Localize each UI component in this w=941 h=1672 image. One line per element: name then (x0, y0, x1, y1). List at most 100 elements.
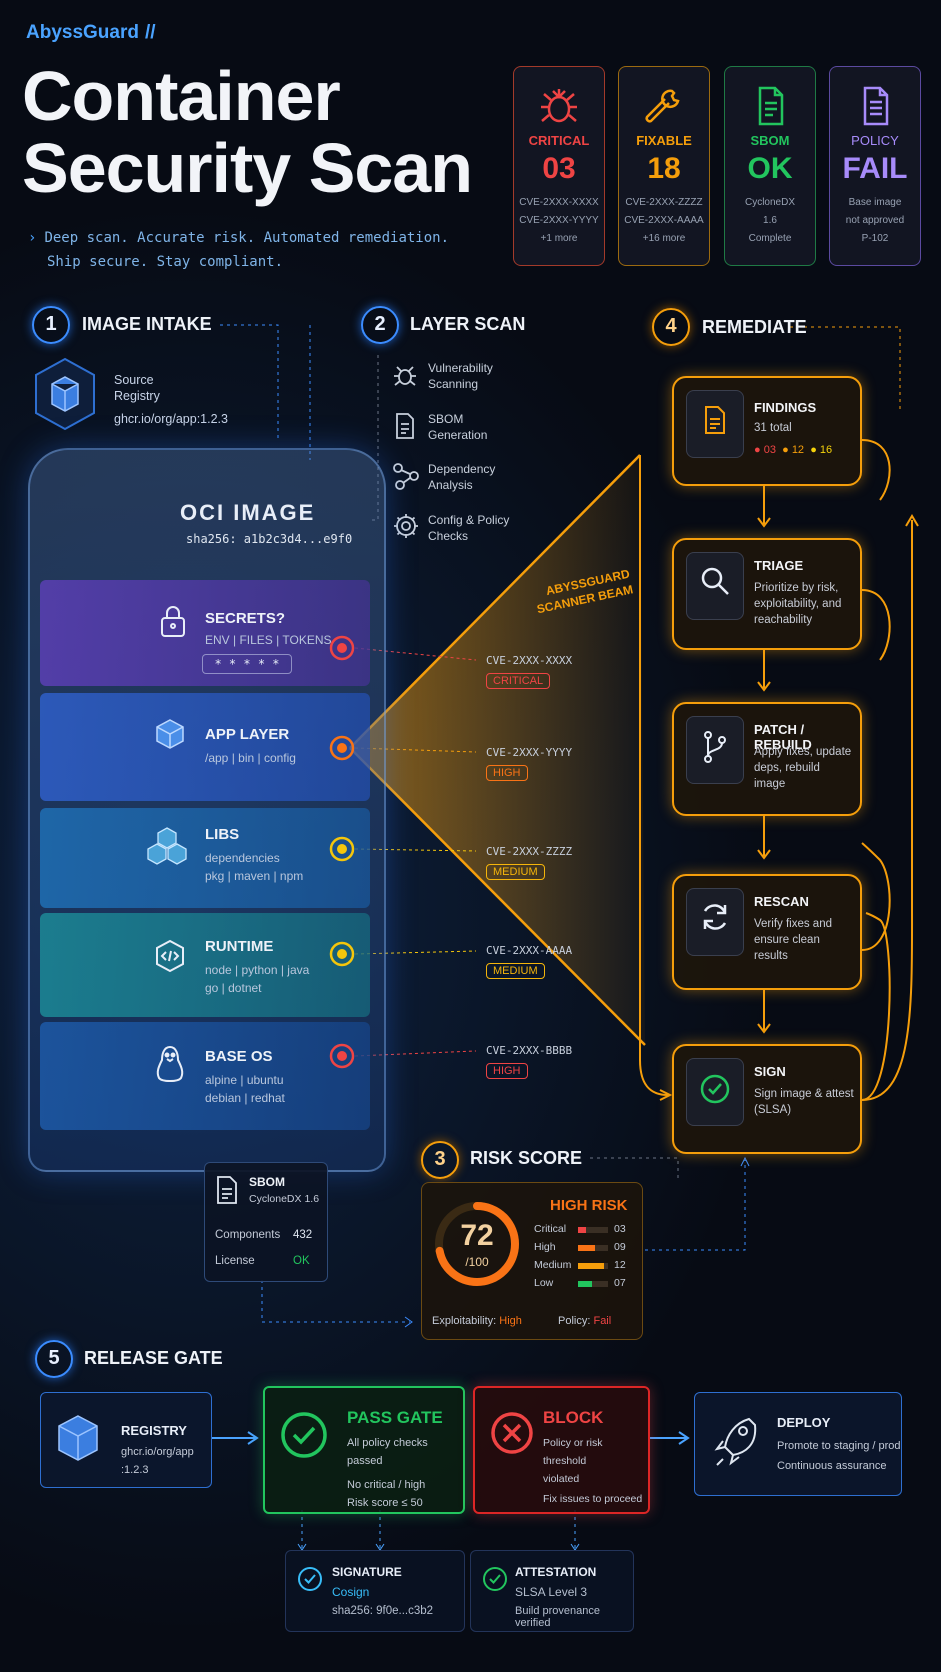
beam-edge-bottom (349, 747, 646, 1046)
risk-row-label: High (534, 1241, 556, 1253)
risk-bar-track (578, 1281, 608, 1287)
card-label: POLICY (851, 133, 899, 148)
risk-bar-fill (578, 1281, 592, 1287)
section-4-title: REMEDIATE (702, 317, 807, 337)
document-icon (217, 1176, 237, 1204)
beam-edge-top (349, 454, 641, 749)
remediate-step-findings[interactable]: FINDINGS 31 total ● 03 ● 12 ● 16 (672, 376, 862, 486)
sbom-to-risk-connector (261, 1280, 410, 1323)
layer-runtime[interactable] (40, 913, 370, 1017)
section-1-number: 1 (32, 306, 70, 344)
brand-mark: // (144, 22, 156, 43)
cve-id[interactable]: CVE-2XXX-YYYY (486, 746, 573, 759)
risk-score-gauge (435, 1202, 519, 1286)
secret-mask-field: * * * * * (202, 654, 292, 674)
remediate-step-sign[interactable]: SIGN Sign image & attest (SLSA) (672, 1044, 862, 1154)
gate-title: REGISTRY (121, 1423, 187, 1438)
findings-counts: ● 03 ● 12 ● 16 (754, 444, 833, 456)
layer-base-os[interactable] (40, 1022, 370, 1130)
sbom-components-label: Components (215, 1229, 281, 1241)
remediate-step-rescan[interactable]: RESCAN Verify fixes and ensure clean res… (672, 874, 862, 990)
risk-row-value: 12 (614, 1259, 626, 1271)
card-value: 18 (647, 152, 681, 185)
risk-score-max: /100 (465, 1255, 489, 1269)
penguin-icon (156, 1045, 184, 1082)
card-value: 03 (542, 152, 576, 185)
risk-row-value: 03 (614, 1223, 626, 1235)
card-label: SBOM (750, 133, 790, 148)
risk-bar-fill (578, 1245, 595, 1251)
layer-name-secrets: SECRETS? (205, 610, 286, 627)
remediate-step-triage[interactable]: TRIAGE Prioritize by risk, exploitabilit… (672, 538, 862, 650)
remediate-step-patch-rebuild[interactable]: PATCH / REBUILD Apply fixes, update deps… (672, 702, 862, 816)
layer-connector-3 (354, 848, 477, 852)
step-desc: Sign image & attest (SLSA) (754, 1088, 854, 1116)
tagline: ›Deep scan. Accurate risk. Automated rem… (28, 226, 449, 274)
severity-badge: CRITICAL (486, 673, 551, 689)
risk-row-value: 07 (614, 1277, 626, 1289)
layer-connector-2 (354, 747, 477, 753)
code-icon (156, 939, 184, 973)
cve-id[interactable]: CVE-2XXX-ZZZZ (486, 845, 573, 858)
layer-app[interactable] (40, 693, 370, 801)
cve-id[interactable]: CVE-2XXX-BBBB (486, 1044, 573, 1057)
card-label: CRITICAL (528, 133, 590, 148)
target-marker-icon (329, 836, 355, 862)
gate-title: PASS GATE (347, 1408, 443, 1427)
refresh-icon (703, 904, 727, 930)
risk-level: HIGH RISK (550, 1197, 628, 1214)
signature-box[interactable]: SIGNATURE Cosign sha256: 9f0e...c3b2 (285, 1550, 465, 1632)
attestation-title: ATTESTATION (515, 1565, 597, 1579)
close-circle-icon (491, 1412, 533, 1454)
registry-hex-icon (35, 357, 95, 431)
risk-row-label: Critical (534, 1223, 567, 1235)
cve-id[interactable]: CVE-2XXX-AAAA (486, 944, 573, 957)
layer-secrets[interactable] (40, 580, 370, 686)
sbom-license-label: License (215, 1255, 255, 1267)
check-circle-icon (298, 1567, 322, 1591)
oci-image-title: OCI IMAGE (180, 500, 316, 525)
check-circle-icon (483, 1567, 507, 1591)
cubes-icon (147, 827, 187, 865)
target-marker-icon (329, 735, 355, 761)
layer-libs[interactable] (40, 808, 370, 908)
scanner-beam (350, 455, 645, 1045)
brand-logo: AbyssGuard// (26, 22, 156, 44)
tagline-line-1: Deep scan. Accurate risk. Automated reme… (44, 230, 450, 246)
branch-icon (704, 731, 726, 763)
step-title: RESCAN (754, 894, 809, 909)
layer-connector-5 (354, 1050, 477, 1057)
registry-cube-icon (58, 1415, 98, 1461)
signature-hash: sha256: 9f0e...c3b2 (332, 1605, 434, 1617)
section-5-number: 5 (35, 1340, 73, 1378)
sbom-summary-box[interactable]: SBOM CycloneDX 1.6 Components 432 Licens… (204, 1162, 328, 1282)
gate-down-connectors (301, 1510, 576, 1548)
scan-item-dependency: Dependency Analysis (428, 462, 496, 492)
remediate-flow-arrows (639, 439, 919, 1101)
gate-registry[interactable]: REGISTRY ghcr.io/org/app:1.2.3 (40, 1392, 212, 1488)
cve-id[interactable]: CVE-2XXX-XXXX (486, 654, 573, 667)
risk-row-medium: Medium 12 (534, 1259, 634, 1275)
source-registry-label: Source Registry (114, 373, 160, 403)
source-registry-value: ghcr.io/org/app:1.2.3 (114, 412, 228, 426)
wrench-icon (645, 89, 680, 123)
risk-row-label: Medium (534, 1259, 572, 1271)
step-title: FINDINGS (754, 400, 817, 415)
attestation-box[interactable]: ATTESTATION SLSA Level 3 Build provenanc… (470, 1550, 634, 1632)
section-2-number: 2 (361, 306, 399, 344)
